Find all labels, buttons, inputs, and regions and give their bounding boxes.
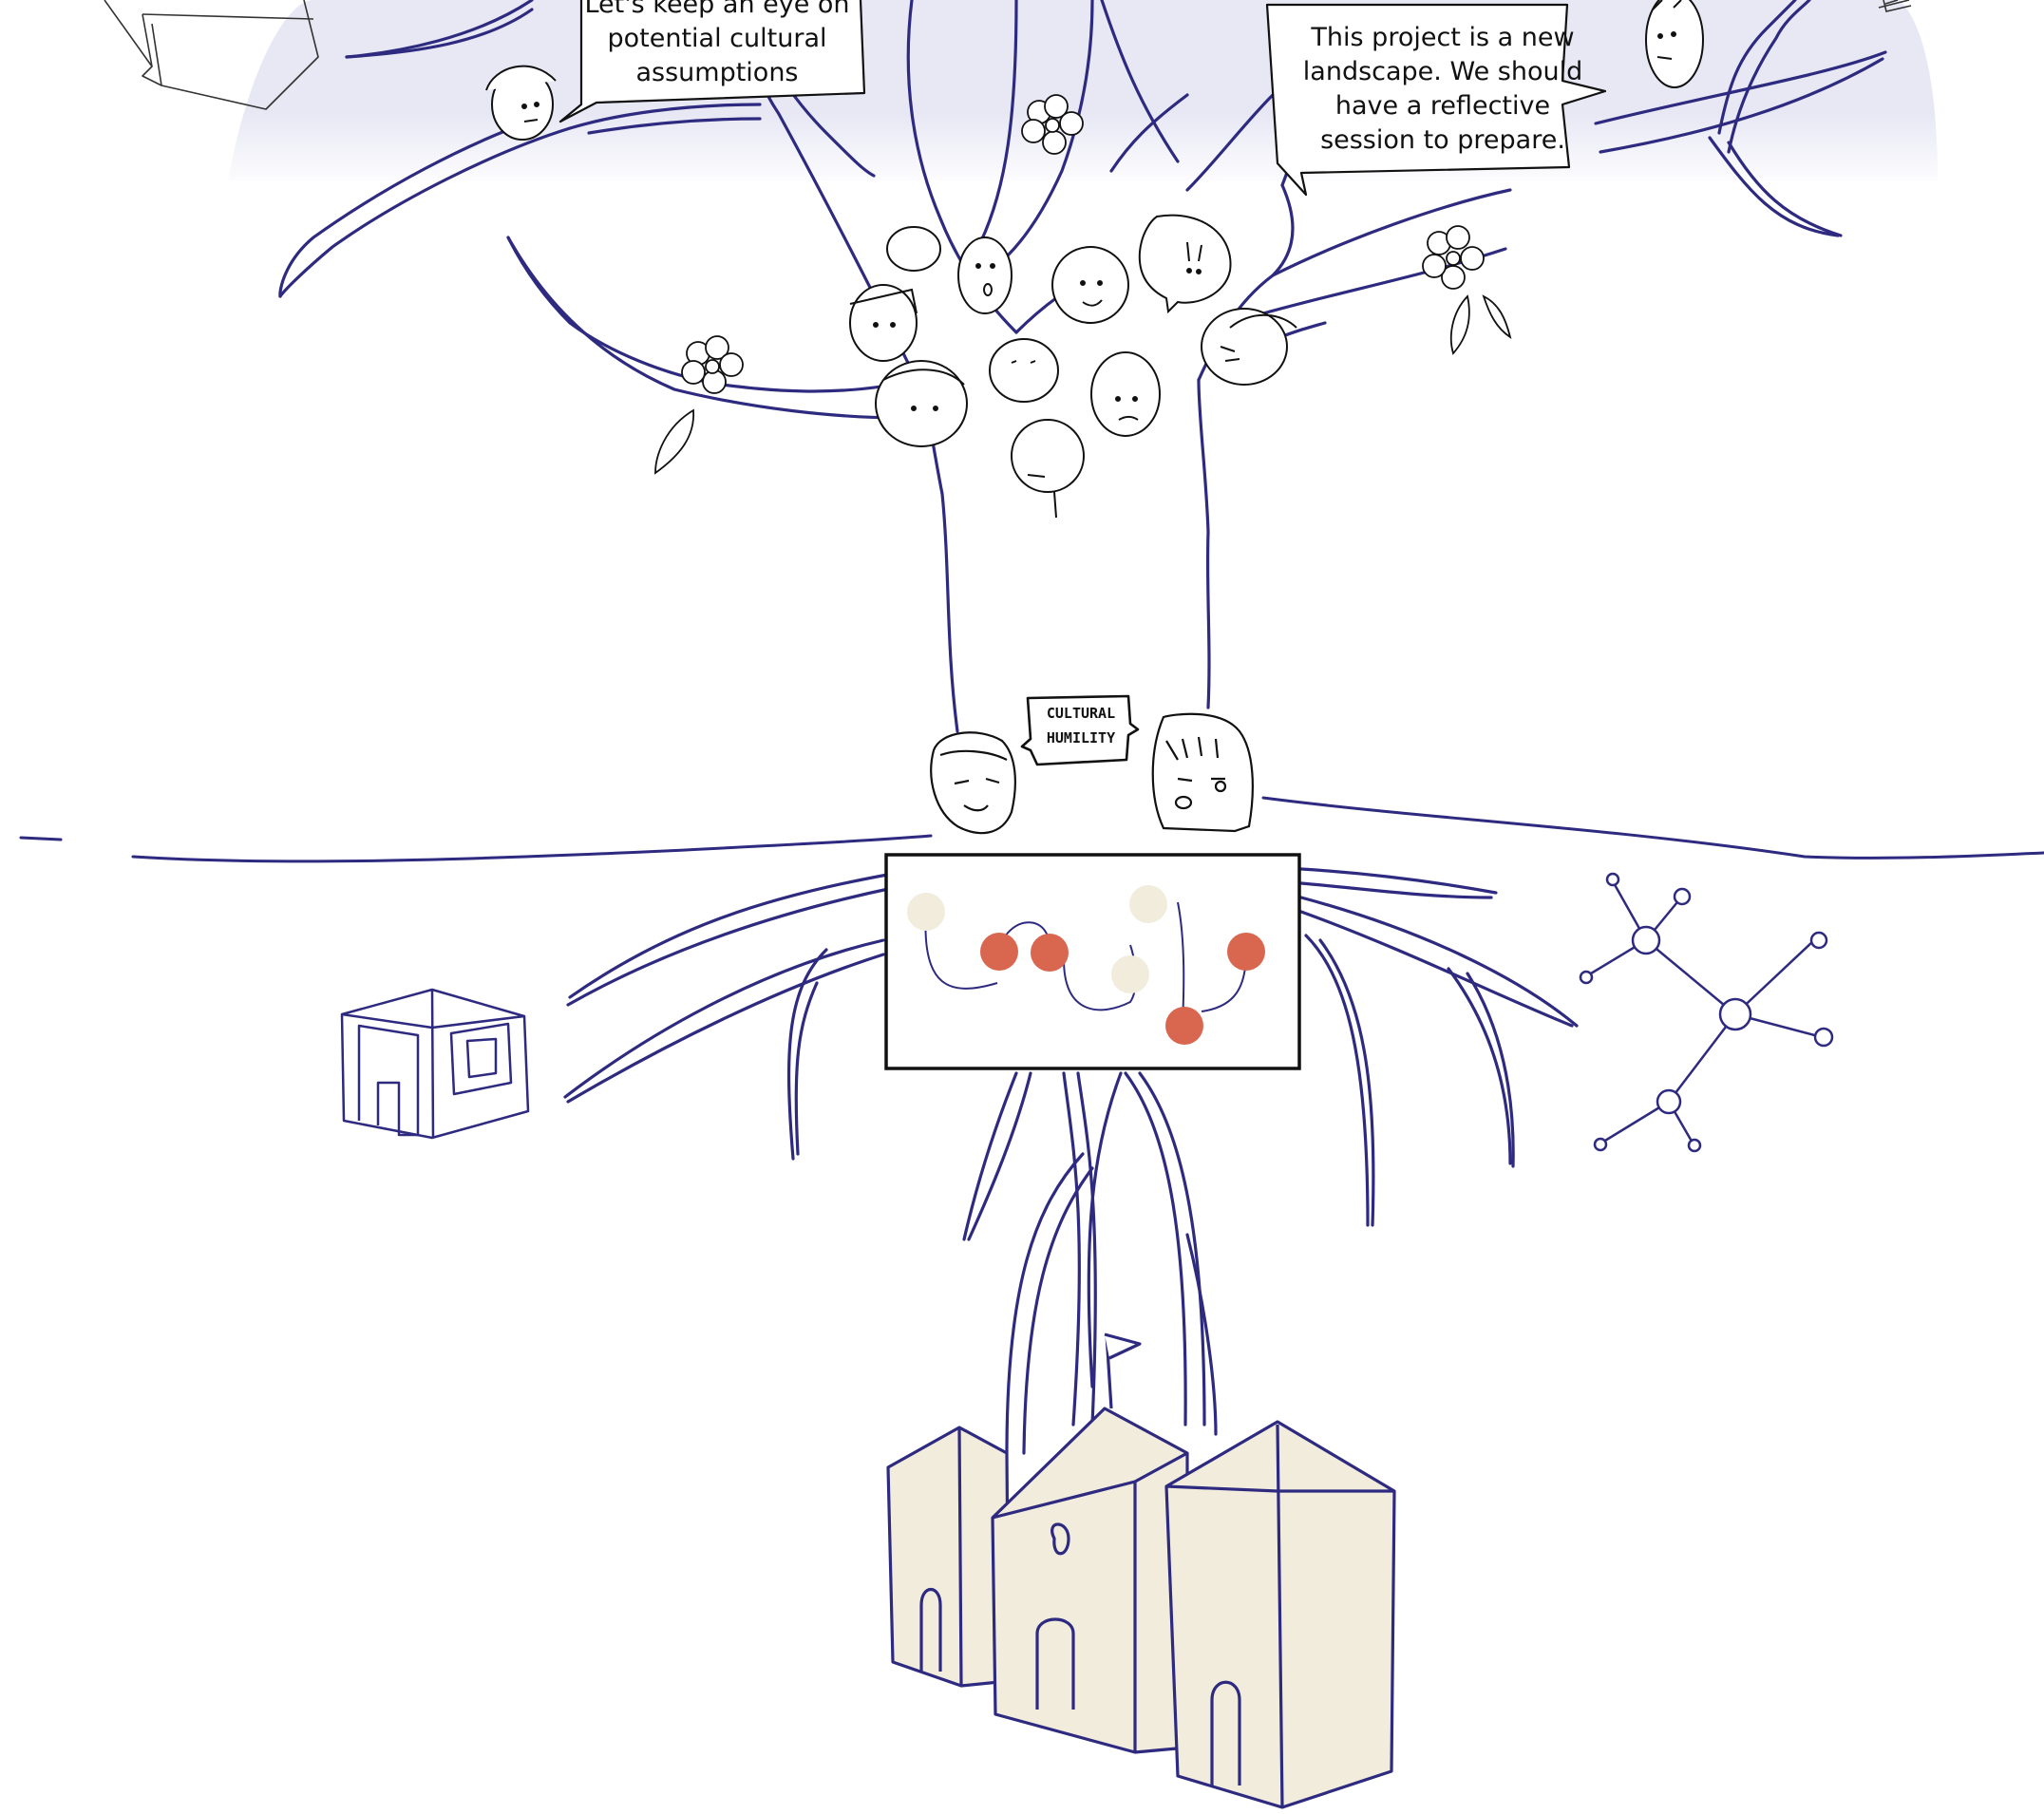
speech-bubble-left-line: assumptions — [579, 56, 855, 90]
speech-bubble-left-text: Let's keep an eye on potential cultural … — [579, 0, 855, 90]
speech-bubble-right-line: This project is a new — [1278, 21, 1607, 55]
flower-icon — [1423, 226, 1484, 289]
speech-bubble-right-line: landscape. We should — [1278, 55, 1607, 89]
network-icon — [1580, 874, 1832, 1151]
speech-bubble-right-line: session to prepare. — [1278, 123, 1607, 158]
dot-board — [886, 855, 1299, 1068]
sign-text: CULTURAL HUMILITY — [1028, 701, 1134, 750]
building-icon — [888, 1334, 1394, 1807]
sign-line: HUMILITY — [1028, 726, 1134, 750]
speech-bubble-right-text: This project is a new landscape. We shou… — [1278, 21, 1607, 158]
ground-line — [21, 798, 2044, 861]
speech-bubble-right-line: have a reflective — [1278, 89, 1607, 123]
box-icon — [342, 990, 528, 1138]
sign-line: CULTURAL — [1028, 701, 1134, 726]
speech-bubble-left-line: Let's keep an eye on — [579, 0, 855, 22]
speech-bubble-left-line: potential cultural — [579, 22, 855, 56]
